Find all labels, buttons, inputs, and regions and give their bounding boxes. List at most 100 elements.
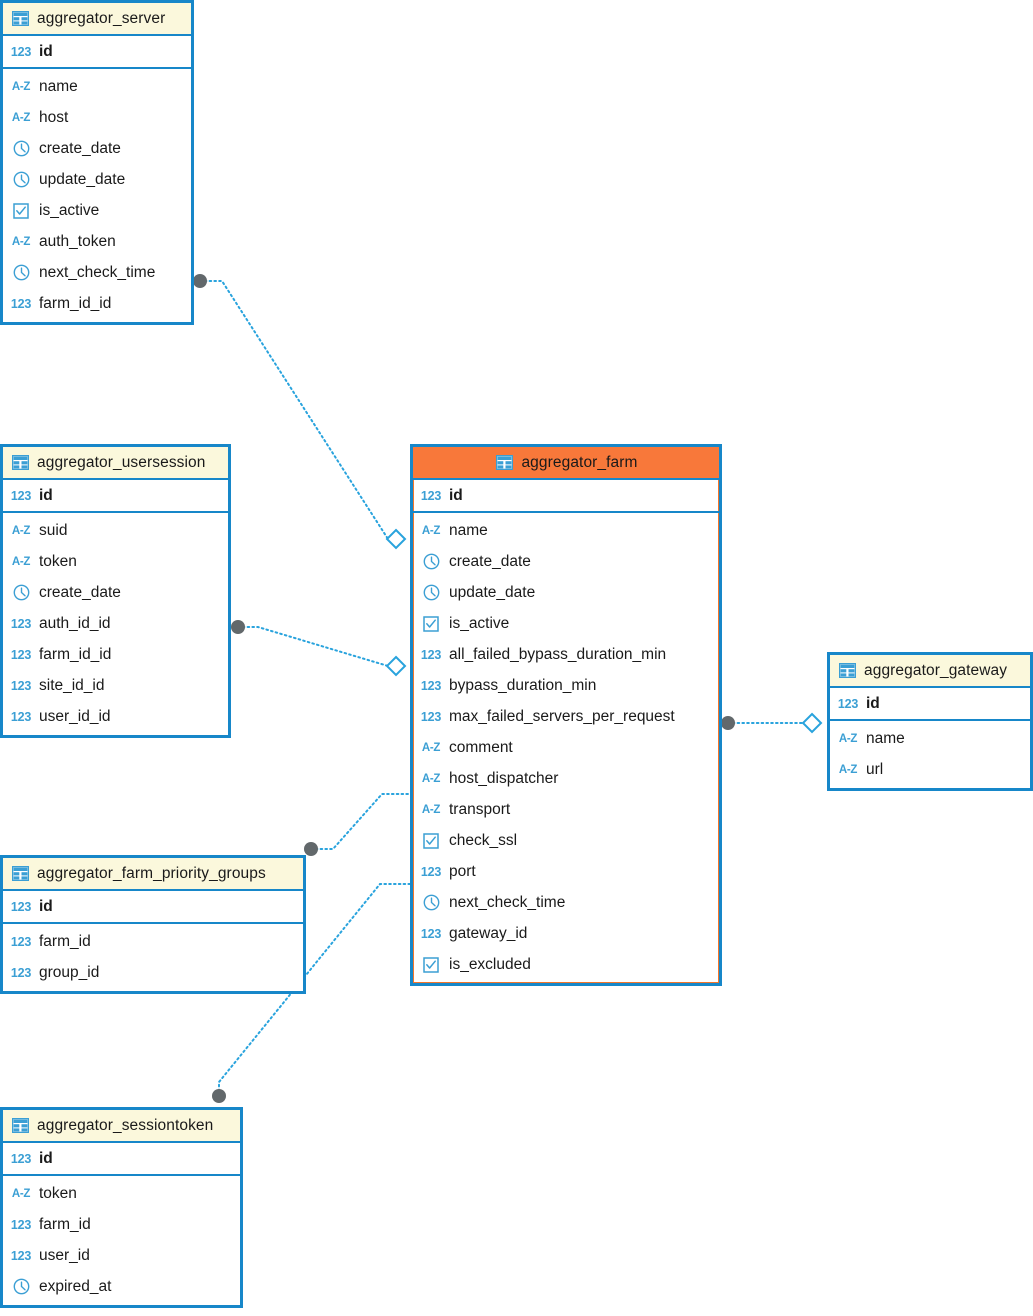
string-type-icon: A-Z [11,524,31,537]
entity-table-name: aggregator_server [37,9,166,27]
clock-type-icon [421,552,441,572]
table-icon [837,661,857,681]
column-row[interactable]: A-Z url [830,754,1030,785]
number-type-icon: 123 [420,647,442,662]
string-type-icon: A-Z [11,235,31,248]
column-row[interactable]: A-Z suid [3,515,228,546]
column-name: create_date [39,139,121,157]
column-name: user_id [39,1246,90,1264]
relationship-usersession-to-farm[interactable] [231,620,407,677]
column-row[interactable]: 123 all_failed_bypass_duration_min [413,639,719,670]
number-type-icon: 123 [10,44,32,59]
column-row[interactable]: next_check_time [413,887,719,918]
number-type-icon: 123 [10,1248,32,1263]
column-name: max_failed_servers_per_request [449,707,675,725]
column-row[interactable]: update_date [413,577,719,608]
string-type-icon: A-Z [421,803,441,816]
column-name: name [39,77,78,95]
column-name: id [39,1149,53,1167]
entity-table-name: aggregator_farm_priority_groups [37,864,266,882]
number-type-icon: 123 [420,926,442,941]
entity-table-header[interactable]: aggregator_farm [413,447,719,480]
entity-table-header[interactable]: aggregator_farm_priority_groups [3,858,303,891]
column-name: farm_id_id [39,294,112,312]
string-type-icon: A-Z [838,763,858,776]
column-name: suid [39,521,68,539]
column-name: is_active [449,614,510,632]
column-row[interactable]: is_active [3,195,191,226]
number-type-icon: 123 [10,678,32,693]
column-row[interactable]: 123 user_id [3,1240,240,1271]
column-row[interactable]: create_date [3,577,228,608]
column-row[interactable]: update_date [3,164,191,195]
entity-table-header[interactable]: aggregator_sessiontoken [3,1110,240,1143]
column-row[interactable]: check_ssl [413,825,719,856]
column-row[interactable]: next_check_time [3,257,191,288]
column-name: token [39,1184,77,1202]
column-name: all_failed_bypass_duration_min [449,645,667,663]
entity-table-header[interactable]: aggregator_usersession [3,447,228,480]
column-row[interactable]: A-Z transport [413,794,719,825]
relationship-server-to-farm[interactable] [193,274,407,550]
column-row[interactable]: create_date [3,133,191,164]
column-row[interactable]: expired_at [3,1271,240,1302]
column-row[interactable]: is_active [413,608,719,639]
relationship-farm-to-gateway[interactable] [721,712,823,734]
entity-table-header[interactable]: aggregator_gateway [830,655,1030,688]
number-type-icon: 123 [420,864,442,879]
entity-table-header[interactable]: aggregator_server [3,3,191,36]
number-type-icon: 123 [10,899,32,914]
relationship-target-marker [801,712,823,734]
relationship-source-marker [212,1089,226,1103]
clock-type-icon [421,893,441,913]
column-name: transport [449,800,511,818]
column-row[interactable]: create_date [413,546,719,577]
column-row[interactable]: is_excluded [413,949,719,980]
table-icon [494,453,514,473]
column-name: farm_id [39,932,91,950]
checkbox-type-icon [421,955,441,975]
column-name: create_date [39,583,121,601]
relationship-priority-groups-to-farm[interactable] [304,793,411,856]
column-name: url [866,760,884,778]
